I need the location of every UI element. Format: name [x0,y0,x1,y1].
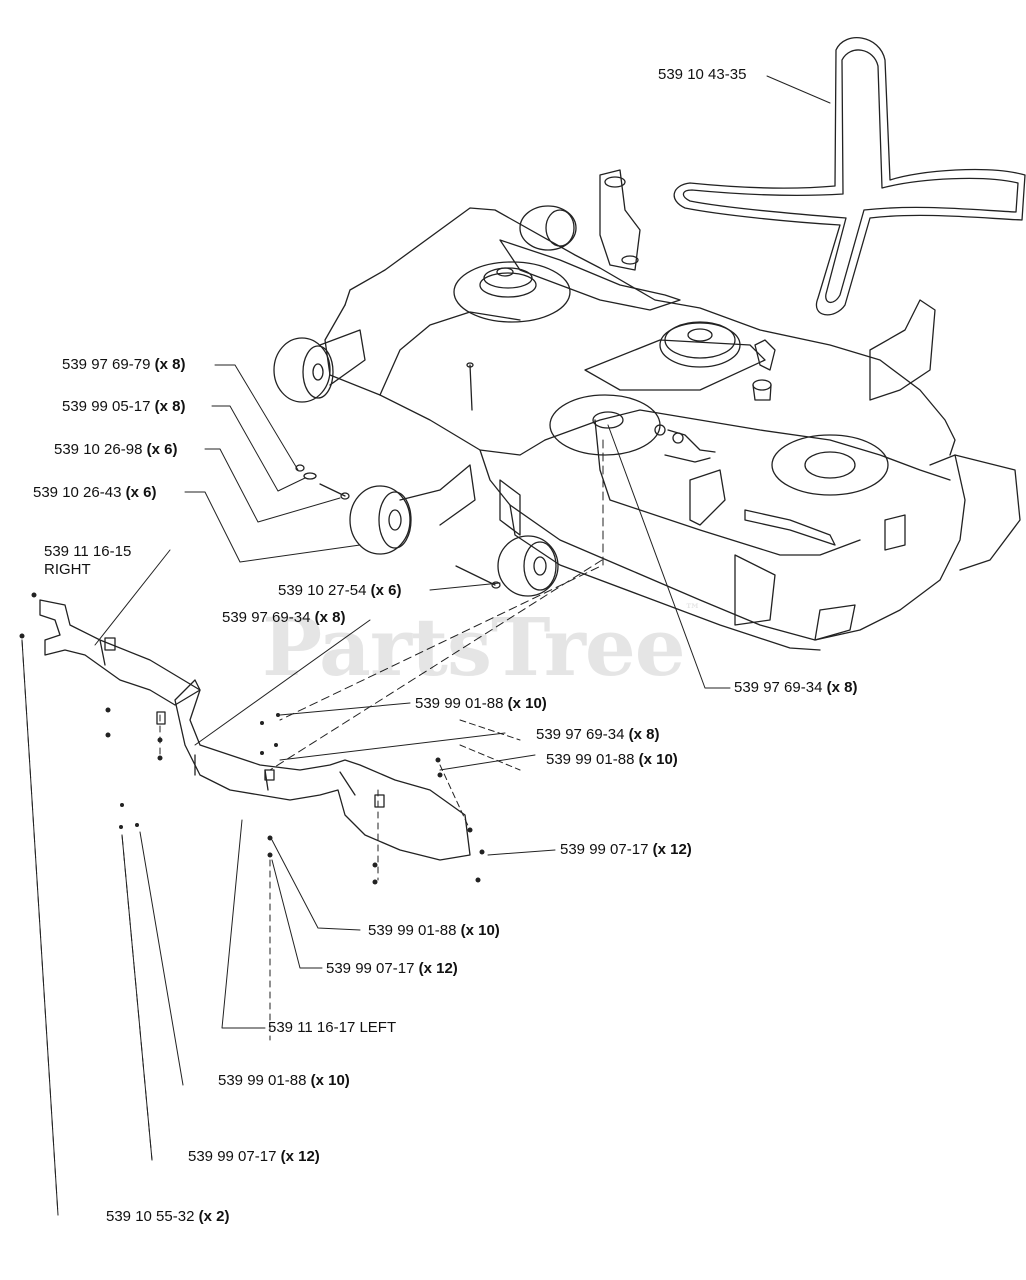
callout-belt[interactable]: 539 10 43-35 [658,66,747,83]
callout-screw-low[interactable]: 539 99 07-17 (x 12) [326,960,458,977]
leader-lines [21,75,831,1216]
callout-screw-bottom[interactable]: 539 99 07-17 (x 12) [188,1148,320,1165]
callout-wheel-a[interactable]: 539 97 69-79 (x 8) [62,356,186,373]
mower-deck [324,169,1021,651]
callout-bolt-a[interactable]: 539 10 27-54 (x 6) [278,582,402,599]
callout-nut-deck[interactable]: 539 97 69-34 (x 8) [734,679,858,696]
callout-nut-left[interactable]: 539 97 69-34 (x 8) [222,609,346,626]
callout-wheel-b[interactable]: 539 99 05-17 (x 8) [62,398,186,415]
gauge-wheels [273,205,577,597]
drive-belt [673,37,1026,316]
callout-wheel-d[interactable]: 539 10 26-43 (x 6) [33,484,157,501]
callout-pin-bottom[interactable]: 539 10 55-32 (x 2) [106,1208,230,1225]
callout-screw-right[interactable]: 539 99 07-17 (x 12) [560,841,692,858]
hardware-dots [19,592,485,885]
callout-washer-bottom[interactable]: 539 99 01-88 (x 10) [218,1072,350,1089]
callout-washer-top[interactable]: 539 99 01-88 (x 10) [415,695,547,712]
callout-baffle-left[interactable]: 539 11 16-17 LEFT [268,1019,397,1036]
callout-washer-mid[interactable]: 539 99 01-88 (x 10) [546,751,678,768]
baffles [39,599,471,861]
callout-nut-mid[interactable]: 539 97 69-34 (x 8) [536,726,660,743]
callout-wheel-c[interactable]: 539 10 26-98 (x 6) [54,441,178,458]
callout-washer-low[interactable]: 539 99 01-88 (x 10) [368,922,500,939]
